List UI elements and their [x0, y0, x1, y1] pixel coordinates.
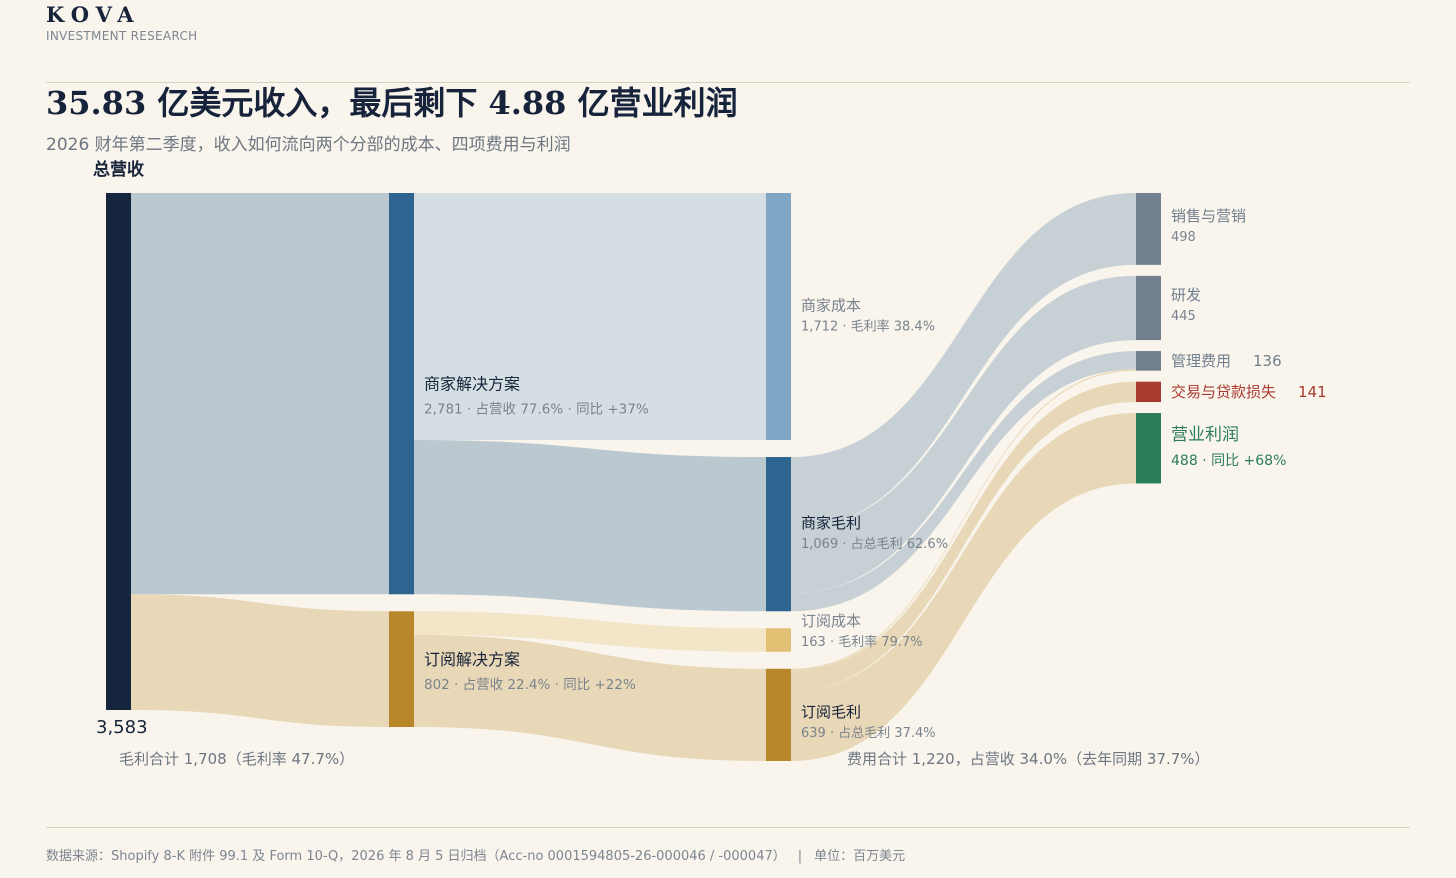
- label-merchant_gp: 商家毛利: [801, 514, 861, 532]
- node-sub_gp: [766, 668, 791, 761]
- detail-sub_cost: 163 · 毛利率 79.7%: [801, 634, 923, 650]
- detail-sub_gp: 639 · 占总毛利 37.4%: [801, 726, 936, 741]
- detail-merchant_gp: 1,069 · 占总毛利 62.6%: [801, 537, 948, 552]
- sankey-chart: 总营收 3,583 商家解决方案 2,781 · 占营收 77.6% · 同比 +37…: [93, 159, 1327, 768]
- link-merchant-to-merchant_gp: [414, 440, 766, 612]
- label-admin: 管理费用: [1171, 352, 1231, 370]
- link-subscription-to-sub_gp: [414, 634, 766, 761]
- detail-admin: 136: [1253, 352, 1282, 370]
- sankey-labels: 总营收 3,583 商家解决方案 2,781 · 占营收 77.6% · 同比 +37…: [93, 159, 1327, 768]
- link-revenue-to-subscription: [131, 594, 389, 727]
- label-sub_gp: 订阅毛利: [801, 703, 861, 721]
- page-subtitle: 2026 财年第二季度，收入如何流向两个分部的成本、四项费用与利润: [46, 135, 571, 155]
- detail-subscription: 802 · 占营收 22.4% · 同比 +22%: [424, 677, 636, 693]
- node-revenue: [106, 193, 131, 710]
- footer: 数据来源：Shopify 8-K 附件 99.1 及 Form 10-Q，202…: [46, 845, 905, 864]
- link-merchant-to-merchant_cost: [414, 193, 766, 441]
- footer-unit: 单位：百万美元: [814, 849, 906, 864]
- node-op: [1136, 413, 1161, 484]
- link-merchant_gp-to-sales: [791, 193, 1136, 529]
- link-sub_gp-to-op: [791, 413, 1136, 761]
- node-sales: [1136, 193, 1161, 265]
- detail-op: 488 · 同比 +68%: [1171, 453, 1286, 469]
- label-sales: 销售与营销: [1171, 207, 1246, 225]
- footer-source: 数据来源：Shopify 8-K 附件 99.1 及 Form 10-Q，202…: [46, 849, 786, 864]
- brand-name: KOVA: [46, 2, 141, 27]
- sankey-links: [131, 193, 1136, 761]
- label-loss: 交易与贷款损失: [1171, 383, 1276, 401]
- link-revenue-to-merchant: [131, 193, 389, 595]
- node-rd: [1136, 275, 1161, 341]
- annotation-expense: 费用合计 1,220，占营收 34.0%（去年同期 37.7%）: [847, 750, 1210, 768]
- brand-subtitle: INVESTMENT RESEARCH: [46, 29, 198, 43]
- node-merchant: [389, 193, 414, 595]
- node-sub_cost: [766, 628, 791, 652]
- footer-separator: |: [797, 849, 803, 864]
- link-sub_gp-to-loss: [791, 381, 1136, 691]
- detail-loss: 141: [1298, 383, 1327, 401]
- detail-merchant: 2,781 · 占营收 77.6% · 同比 +37%: [424, 402, 649, 418]
- annotation-gross-profit: 毛利合计 1,708（毛利率 47.7%）: [119, 750, 354, 768]
- link-merchant_gp-to-admin: [791, 351, 1136, 612]
- header-divider: [46, 82, 1410, 83]
- link-sub_gp-to-admin: [791, 369, 1136, 671]
- node-merchant_gp: [766, 457, 791, 612]
- page-title: 35.83 亿美元收入，最后剩下 4.88 亿营业利润: [46, 84, 738, 122]
- node-merchant_cost: [766, 193, 791, 441]
- detail-merchant_cost: 1,712 · 毛利率 38.4%: [801, 319, 935, 335]
- detail-rd: 445: [1171, 309, 1196, 324]
- label-subscription: 订阅解决方案: [424, 650, 520, 669]
- link-subscription-to-sub_cost: [414, 611, 766, 652]
- brand: KOVA INVESTMENT RESEARCH: [46, 2, 197, 43]
- label-total-revenue: 总营收: [93, 159, 144, 180]
- label-merchant: 商家解决方案: [424, 375, 520, 394]
- node-loss: [1136, 381, 1161, 403]
- label-merchant_cost: 商家成本: [801, 297, 861, 315]
- sankey-nodes: [106, 193, 1161, 761]
- label-rd: 研发: [1171, 286, 1201, 304]
- node-subscription: [389, 611, 414, 727]
- value-total-revenue: 3,583: [96, 717, 148, 738]
- label-op: 营业利润: [1171, 425, 1239, 445]
- link-merchant_gp-to-rd: [791, 275, 1136, 594]
- label-sub_cost: 订阅成本: [801, 612, 861, 630]
- detail-sales: 498: [1171, 230, 1196, 245]
- node-admin: [1136, 351, 1161, 371]
- footer-divider: [46, 827, 1410, 828]
